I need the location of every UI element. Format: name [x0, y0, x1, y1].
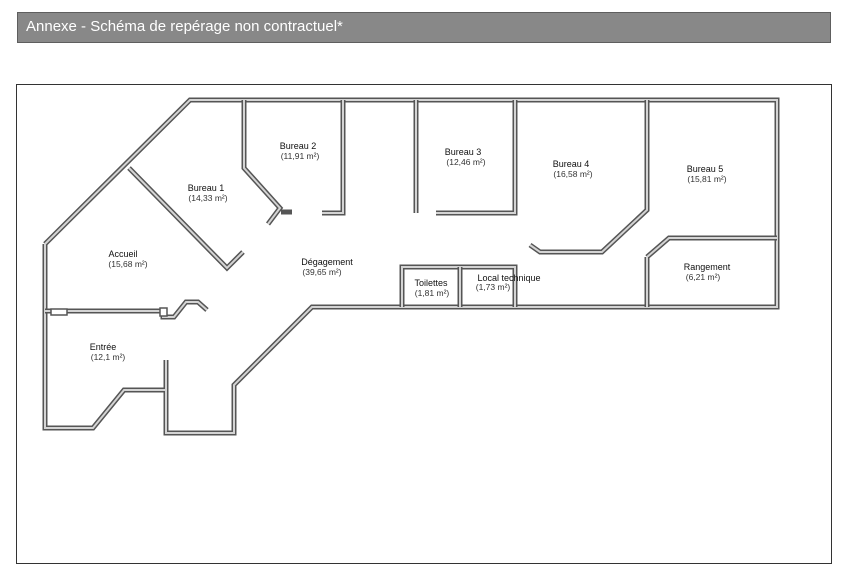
- room-bureau-1: Bureau 1 (14,33 m²): [188, 183, 228, 203]
- room-bureau-5: Bureau 5 (15,81 m²): [687, 164, 727, 184]
- room-label-toilettes: Toilettes: [414, 278, 448, 288]
- walls: [42, 97, 780, 436]
- header-bar: Annexe - Schéma de repérage non contract…: [17, 12, 831, 43]
- room-area-entree: (12,1 m²): [91, 352, 126, 362]
- room-label-local-technique: Local technique: [477, 273, 540, 283]
- room-label-accueil: Accueil: [108, 249, 137, 259]
- room-label-rangement: Rangement: [684, 262, 731, 272]
- room-label-degagement: Dégagement: [301, 257, 353, 267]
- room-area-bureau-3: (12,46 m²): [446, 157, 485, 167]
- room-local-technique: Local technique (1,73 m²): [476, 273, 541, 292]
- page-title: Annexe - Schéma de repérage non contract…: [26, 18, 343, 35]
- room-area-degagement: (39,65 m²): [302, 267, 341, 277]
- room-area-local-technique: (1,73 m²): [476, 282, 511, 292]
- room-area-bureau-2: (11,91 m²): [281, 151, 320, 161]
- room-area-toilettes: (1,81 m²): [415, 288, 450, 298]
- room-area-rangement: (6,21 m²): [686, 272, 721, 282]
- room-label-bureau-4: Bureau 4: [553, 159, 590, 169]
- room-accueil: Accueil (15,68 m²): [108, 249, 147, 269]
- room-area-bureau-4: (16,58 m²): [553, 169, 592, 179]
- room-area-accueil: (15,68 m²): [108, 259, 147, 269]
- room-label-bureau-5: Bureau 5: [687, 164, 724, 174]
- room-bureau-3: Bureau 3 (12,46 m²): [445, 147, 486, 167]
- room-toilettes: Toilettes (1,81 m²): [414, 278, 449, 298]
- room-label-bureau-3: Bureau 3: [445, 147, 482, 157]
- room-bureau-2: Bureau 2 (11,91 m²): [280, 141, 320, 161]
- room-degagement: Dégagement (39,65 m²): [301, 257, 353, 277]
- room-area-bureau-5: (15,81 m²): [687, 174, 726, 184]
- room-rangement: Rangement (6,21 m²): [684, 262, 731, 282]
- room-entree: Entrée (12,1 m²): [90, 342, 126, 362]
- room-area-bureau-1: (14,33 m²): [188, 193, 227, 203]
- room-bureau-4: Bureau 4 (16,58 m²): [553, 159, 593, 179]
- room-label-entree: Entrée: [90, 342, 117, 352]
- outer-wall: [42, 97, 780, 436]
- room-label-bureau-1: Bureau 1: [188, 183, 225, 193]
- interior-walls: [45, 100, 777, 320]
- room-label-bureau-2: Bureau 2: [280, 141, 317, 151]
- floor-plan-frame: [16, 84, 832, 564]
